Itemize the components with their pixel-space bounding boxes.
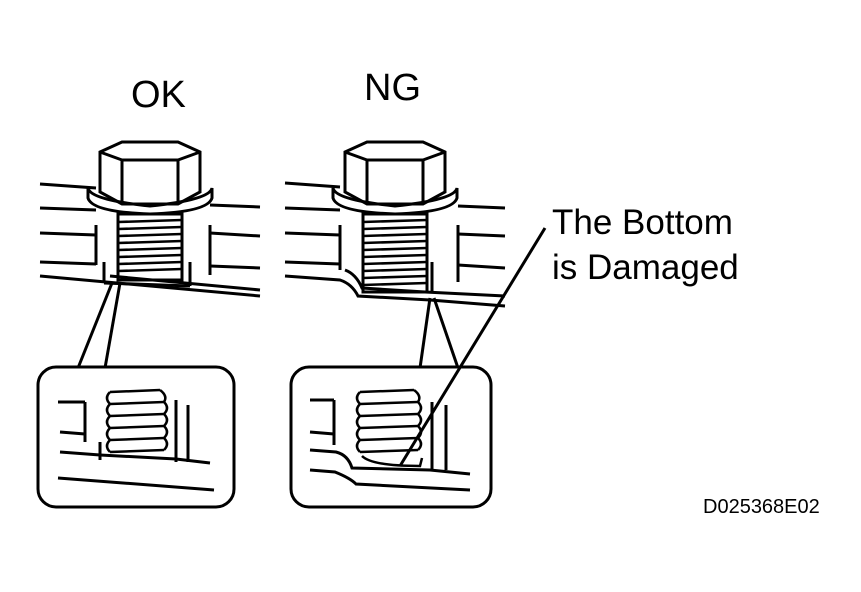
ok-callout-line [103, 282, 122, 369]
ng-plate-line [284, 206, 341, 212]
ng-detail-view [289, 365, 493, 509]
ok-bolt-head-edge [99, 150, 123, 162]
ng-label: NG [364, 67, 421, 109]
ok-plate-line [209, 203, 261, 209]
ng-bolt-threads [362, 218, 428, 287]
ok-detail-threads [105, 388, 169, 454]
ng-plate-line [284, 274, 506, 308]
ng-plate-line [284, 231, 341, 237]
ok-detail-view [36, 365, 236, 509]
ng-plate-line [457, 204, 506, 210]
damage-leader-line [398, 227, 547, 467]
ok-plate-line [209, 264, 261, 270]
damage-annotation-line-2: is Damaged [552, 248, 739, 287]
ok-detail-frame [36, 365, 236, 509]
ok-plate-line [39, 231, 97, 237]
ng-bolt-assembly [284, 140, 506, 369]
ng-plate-line [284, 260, 341, 266]
ok-callout-line [76, 282, 114, 369]
damage-annotation-line-1: The Bottom [552, 203, 733, 242]
ng-detail-frame [289, 365, 493, 509]
ng-bolt-shank [361, 212, 429, 294]
ng-plate-line [457, 263, 506, 270]
ng-plate-line [457, 232, 506, 238]
ok-label: OK [131, 74, 186, 116]
ng-detail-threads [355, 388, 424, 468]
ok-bolt-flange [86, 187, 214, 216]
ok-bolt-head-edge [177, 150, 201, 162]
ok-plate-line [39, 206, 97, 212]
ng-plate-line [284, 181, 341, 189]
ok-plate-line [109, 274, 261, 292]
ok-plate-line [39, 260, 97, 266]
ng-callout-line [418, 297, 432, 369]
ok-plate-line [209, 231, 261, 238]
damage-annotation: The Bottom is Damaged [552, 200, 739, 290]
ok-bolt-threads [117, 218, 183, 273]
ok-bolt-head [98, 140, 202, 206]
ng-callout-line [432, 297, 460, 369]
ok-bolt-shank [116, 212, 184, 282]
ok-plate-line [39, 182, 97, 190]
ok-hole-bottom [103, 281, 191, 288]
figure-id: D025368E02 [703, 496, 820, 518]
ng-bolt-head [343, 140, 447, 206]
ok-bolt-assembly [39, 140, 261, 369]
ng-bolt-flange [331, 187, 459, 216]
